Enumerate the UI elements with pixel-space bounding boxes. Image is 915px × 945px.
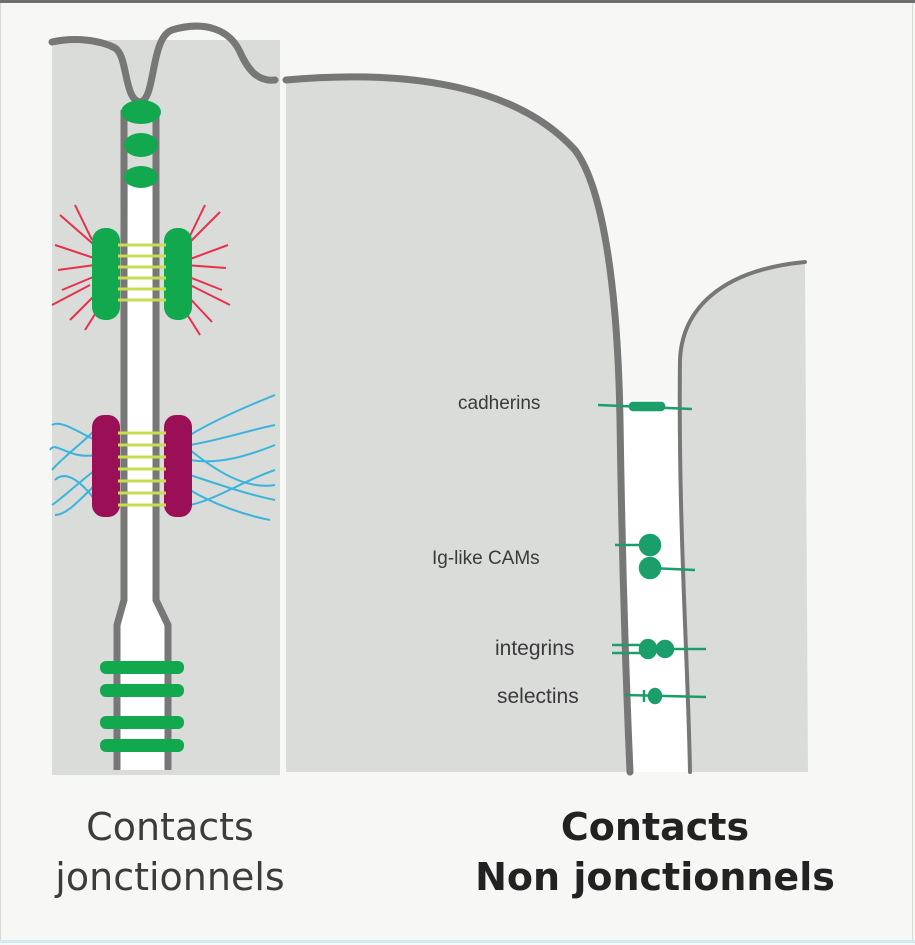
membrane-left-cell [113,110,128,770]
caption-junctional-line2: jonctionnels [55,855,285,899]
caption-junctional-line1: Contacts [86,805,254,849]
ig-like-cam-molecule [615,533,696,580]
large-cell [286,76,630,773]
label-integrins: integrins [495,637,575,660]
integrin-molecule [612,638,706,660]
desmosome [49,394,276,521]
non-junctional-gap [620,400,690,772]
cadherin-molecule [597,401,693,412]
label-cadherins: cadherins [458,393,541,414]
adherens-junction [51,204,231,336]
large-cell-membrane [282,73,634,776]
intermediate-filaments [49,394,276,521]
cadherin-linkers [118,243,166,302]
caption-non-junctional: Contacts Non jonctionnels [440,802,870,902]
desmosome-linkers [118,431,166,507]
right-panel-non-junctional [282,73,810,776]
cell-contacts-diagram [48,22,810,776]
apical-membrane [48,22,279,106]
small-cell-membrane [677,260,807,774]
small-cell [679,262,808,772]
caption-non-junctional-line2: Non jonctionnels [475,855,835,899]
selectin-molecule [624,687,707,705]
label-selectins: selectins [497,685,579,708]
membrane-right-cell [152,110,172,770]
caption-non-junctional-line1: Contacts [560,805,750,849]
top-border [0,0,915,3]
bottom-border [0,940,915,943]
tight-junction [121,100,161,188]
label-ig-like-cams: Ig-like CAMs [432,548,540,569]
caption-junctional: Contacts jonctionnels [20,802,320,902]
left-panel-junctional [48,22,280,775]
gap-junctions [100,661,184,752]
